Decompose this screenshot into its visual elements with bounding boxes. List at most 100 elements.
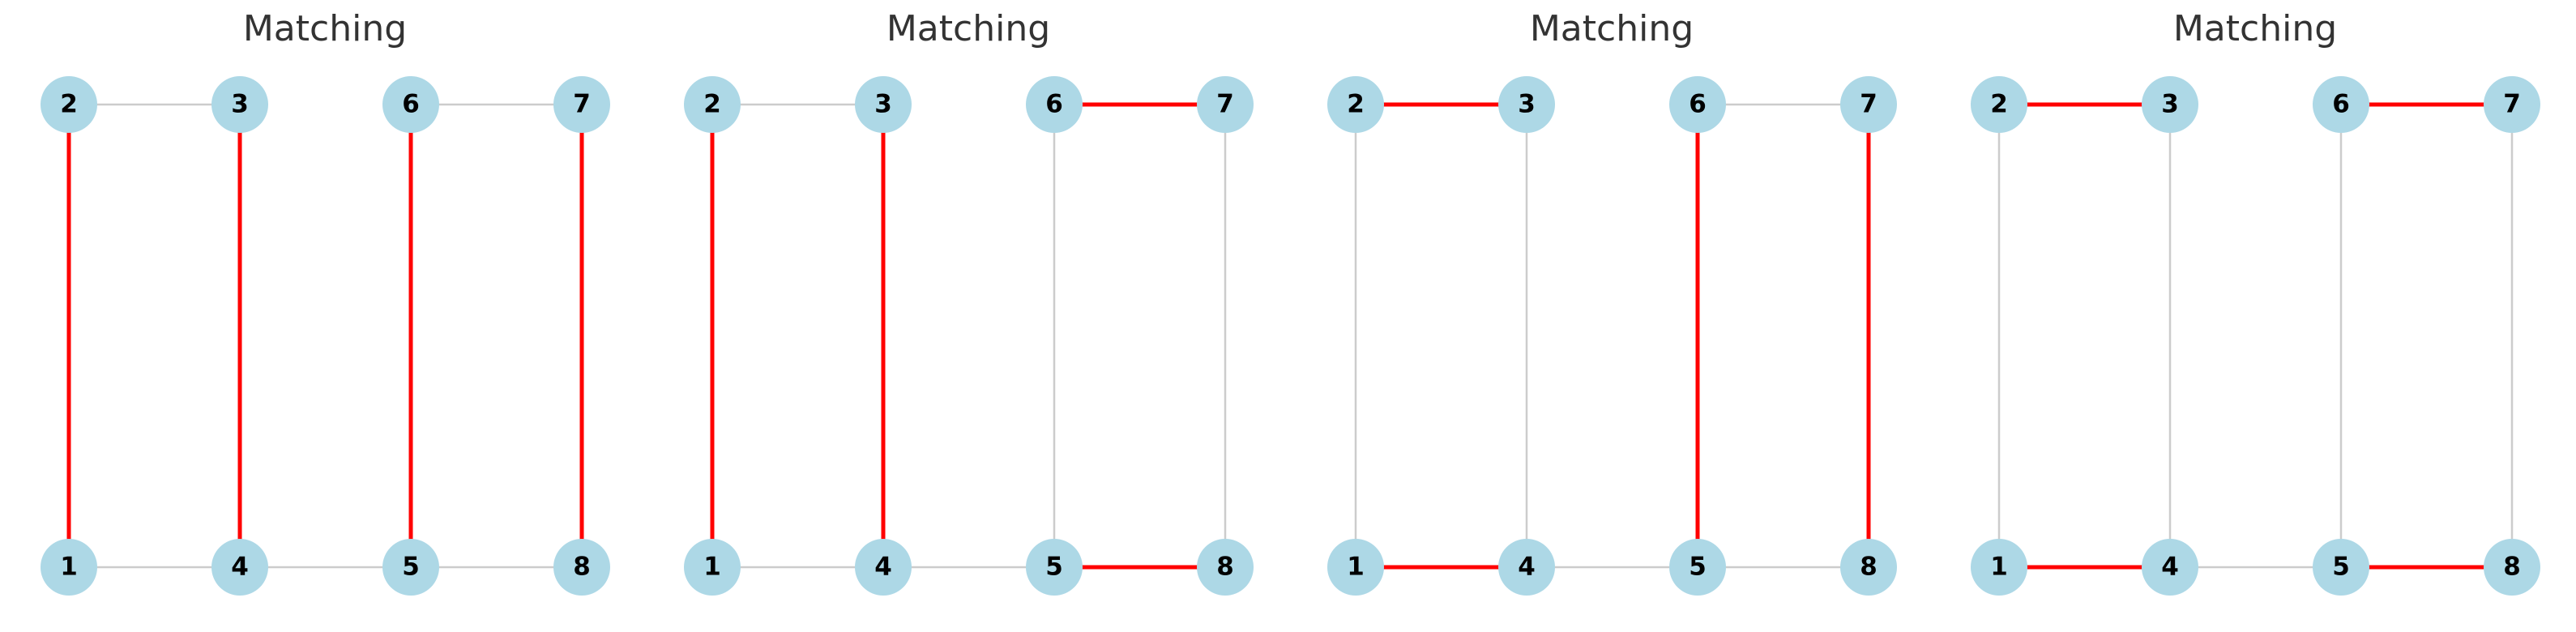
node-label: 6 (402, 90, 420, 119)
node-3: 3 (1498, 76, 1555, 133)
node-circle (1197, 539, 1254, 596)
node-circle (2313, 76, 2369, 133)
node-label: 1 (1347, 553, 1365, 582)
node-label: 8 (2503, 553, 2521, 582)
node-circle (1669, 539, 1726, 596)
node-circle (382, 76, 439, 133)
node-7: 7 (1197, 76, 1254, 133)
node-circle (1498, 76, 1555, 133)
panel-3: Matching 1 2 3 4 5 6 7 8 (1327, 8, 1897, 596)
node-2: 2 (1971, 76, 2027, 133)
node-circle (1026, 539, 1083, 596)
node-circle (1669, 76, 1726, 133)
node-circle (1197, 76, 1254, 133)
node-label: 1 (1990, 553, 2008, 582)
node-5: 5 (382, 539, 439, 596)
node-circle (855, 539, 912, 596)
node-label: 7 (2503, 90, 2521, 119)
node-label: 3 (231, 90, 249, 119)
node-circle (2484, 76, 2540, 133)
node-4: 4 (1498, 539, 1555, 596)
node-label: 1 (703, 553, 721, 582)
node-1: 1 (1327, 539, 1384, 596)
node-label: 4 (231, 553, 249, 582)
panel-4: Matching 1 2 3 4 5 6 7 8 (1971, 8, 2540, 596)
node-7: 7 (553, 76, 610, 133)
node-label: 2 (703, 90, 721, 119)
edges (1354, 102, 1871, 570)
node-circle (1498, 539, 1555, 596)
node-circle (1971, 76, 2027, 133)
panel-title: Matching (886, 8, 1050, 49)
node-label: 5 (2332, 553, 2350, 582)
node-circle (211, 539, 268, 596)
node-7: 7 (2484, 76, 2540, 133)
node-5: 5 (1026, 539, 1083, 596)
node-6: 6 (1026, 76, 1083, 133)
node-5: 5 (2313, 539, 2369, 596)
node-circle (382, 539, 439, 596)
node-label: 5 (1045, 553, 1063, 582)
node-label: 7 (1216, 90, 1234, 119)
edges (1997, 102, 2514, 570)
node-circle (1840, 76, 1897, 133)
node-label: 3 (2161, 90, 2179, 119)
node-label: 5 (402, 553, 420, 582)
node-7: 7 (1840, 76, 1897, 133)
panel-title: Matching (2173, 8, 2337, 49)
node-label: 2 (1347, 90, 1365, 119)
node-3: 3 (2142, 76, 2198, 133)
node-label: 2 (60, 90, 78, 119)
node-8: 8 (2484, 539, 2540, 596)
node-circle (41, 76, 97, 133)
node-circle (1971, 539, 2027, 596)
node-circle (684, 539, 741, 596)
node-3: 3 (211, 76, 268, 133)
node-circle (2142, 76, 2198, 133)
node-4: 4 (211, 539, 268, 596)
node-circle (2142, 539, 2198, 596)
node-label: 8 (1216, 553, 1234, 582)
node-label: 7 (1860, 90, 1878, 119)
node-label: 6 (1689, 90, 1707, 119)
panel-title: Matching (243, 8, 407, 49)
node-label: 6 (1045, 90, 1063, 119)
node-label: 3 (874, 90, 892, 119)
node-1: 1 (684, 539, 741, 596)
node-circle (1026, 76, 1083, 133)
node-1: 1 (41, 539, 97, 596)
node-8: 8 (1197, 539, 1254, 596)
node-circle (1840, 539, 1897, 596)
panel-1: Matching 1 2 3 4 5 6 7 8 (41, 8, 610, 596)
node-8: 8 (553, 539, 610, 596)
node-circle (211, 76, 268, 133)
node-label: 8 (1860, 553, 1878, 582)
node-circle (1327, 539, 1384, 596)
node-label: 3 (1518, 90, 1536, 119)
node-label: 4 (874, 553, 892, 582)
node-4: 4 (855, 539, 912, 596)
node-circle (2313, 539, 2369, 596)
node-8: 8 (1840, 539, 1897, 596)
node-label: 4 (1518, 553, 1536, 582)
node-circle (684, 76, 741, 133)
panel-2: Matching 1 2 3 4 5 6 7 8 (684, 8, 1254, 596)
node-label: 1 (60, 553, 78, 582)
node-circle (1327, 76, 1384, 133)
node-circle (2484, 539, 2540, 596)
node-6: 6 (1669, 76, 1726, 133)
node-label: 2 (1990, 90, 2008, 119)
node-2: 2 (41, 76, 97, 133)
node-label: 8 (573, 553, 591, 582)
node-label: 6 (2332, 90, 2350, 119)
node-5: 5 (1669, 539, 1726, 596)
edges (66, 103, 584, 569)
node-4: 4 (2142, 539, 2198, 596)
node-1: 1 (1971, 539, 2027, 596)
node-6: 6 (382, 76, 439, 133)
node-circle (553, 76, 610, 133)
panel-title: Matching (1530, 8, 1694, 49)
node-circle (553, 539, 610, 596)
node-3: 3 (855, 76, 912, 133)
